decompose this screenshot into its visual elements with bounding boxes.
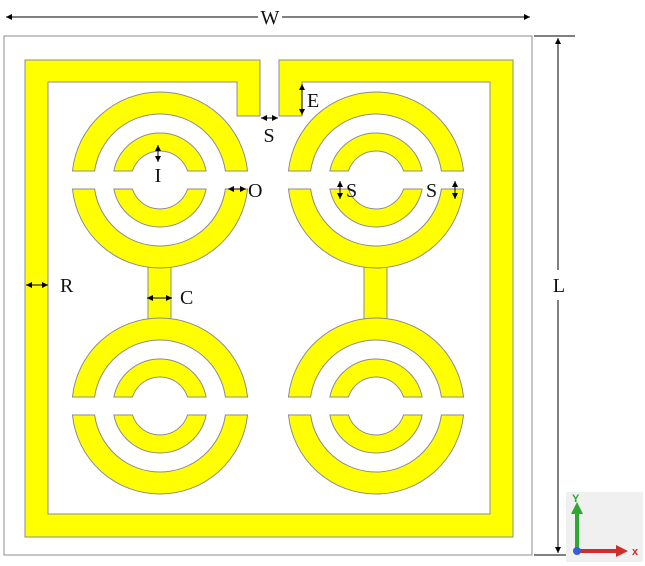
ring-bottom-right-outer-lower (287, 414, 465, 495)
label-o: O (248, 180, 262, 202)
ring-top-left-outer-upper (71, 91, 249, 172)
ring-bottom-left-outer-lower (71, 414, 249, 495)
origin-marker (573, 547, 581, 555)
label-r: R (60, 275, 74, 297)
label-s-inner: S (346, 180, 357, 202)
label-s-outer: S (426, 180, 437, 202)
x-axis-label: x (632, 546, 639, 558)
ring-top-right-inner-lower (329, 188, 423, 228)
label-w: W (261, 7, 280, 29)
ring-top-right-outer-lower (287, 188, 465, 269)
y-axis-label: Y (572, 493, 580, 505)
ring-top-left-outer-lower (71, 188, 249, 269)
ring-top-left-inner-lower (113, 188, 207, 228)
substrate (3, 35, 533, 556)
label-l: L (553, 275, 565, 297)
y-axis-arrowhead (571, 502, 583, 514)
label-c: C (180, 287, 193, 309)
ring-top-right-inner-upper (329, 132, 423, 172)
axis-triad: Y x (566, 492, 643, 562)
x-axis-arrowhead (616, 545, 628, 557)
label-e: E (307, 90, 319, 112)
ring-top-right-outer-upper (287, 91, 465, 172)
ring-bottom-right-outer-upper (287, 317, 465, 398)
ring-bottom-left-outer-upper (71, 317, 249, 398)
ring-resonators (71, 91, 465, 495)
label-i: I (155, 165, 162, 187)
ring-bottom-left-inner-lower (113, 414, 207, 454)
outer-frame (24, 59, 514, 538)
ring-bottom-right-inner-upper (329, 358, 423, 398)
ring-bottom-left-inner-upper (113, 358, 207, 398)
ring-bottom-right-inner-lower (329, 414, 423, 454)
label-s-gap: S (263, 125, 274, 147)
ring-top-left-inner-upper (113, 132, 207, 172)
